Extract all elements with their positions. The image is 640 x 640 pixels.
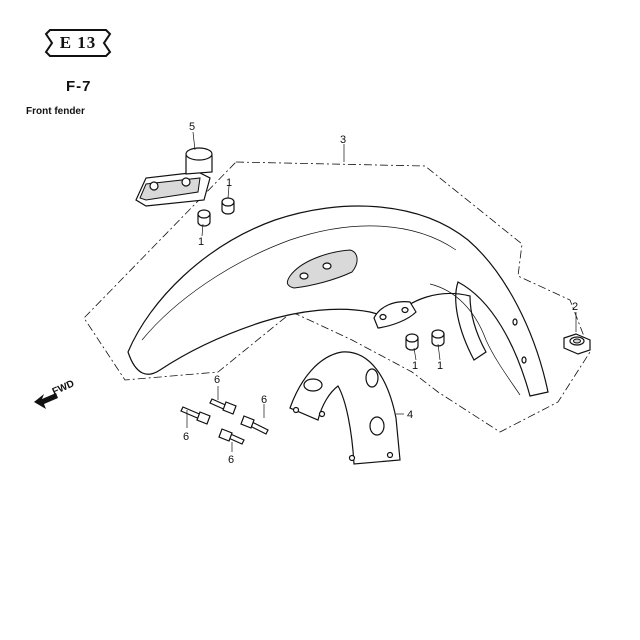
page-badge: E 13 (44, 28, 112, 58)
callout-6: 6 (261, 394, 267, 406)
callout-5: 5 (189, 121, 195, 133)
fwd-arrow: FWD (34, 378, 76, 409)
callout-2: 2 (572, 301, 578, 313)
callouts: 5 3 1 1 1 1 2 4 6 6 6 6 (183, 121, 578, 466)
badge-frame (44, 29, 112, 57)
callout-6: 6 (228, 454, 234, 466)
callout-1: 1 (198, 236, 204, 248)
fwd-label: FWD (51, 378, 76, 397)
badge-text: E 13 (59, 33, 97, 52)
front-fender (127, 205, 549, 397)
callout-1: 1 (226, 177, 232, 189)
callout-1: 1 (412, 360, 418, 372)
callout-1: 1 (437, 360, 443, 372)
nut (563, 333, 591, 355)
callout-6: 6 (214, 374, 220, 386)
fender-bracket (135, 147, 213, 207)
callout-6: 6 (183, 431, 189, 443)
bolt-set (180, 398, 269, 445)
section-code: F-7 (66, 78, 92, 95)
callout-3: 3 (340, 134, 346, 146)
callout-4: 4 (407, 409, 413, 421)
collar-set (197, 197, 445, 351)
fender-stay (289, 351, 401, 465)
leader-lines (186, 131, 577, 452)
section-title: Front fender (26, 106, 85, 117)
assembly-boundary (83, 161, 591, 433)
